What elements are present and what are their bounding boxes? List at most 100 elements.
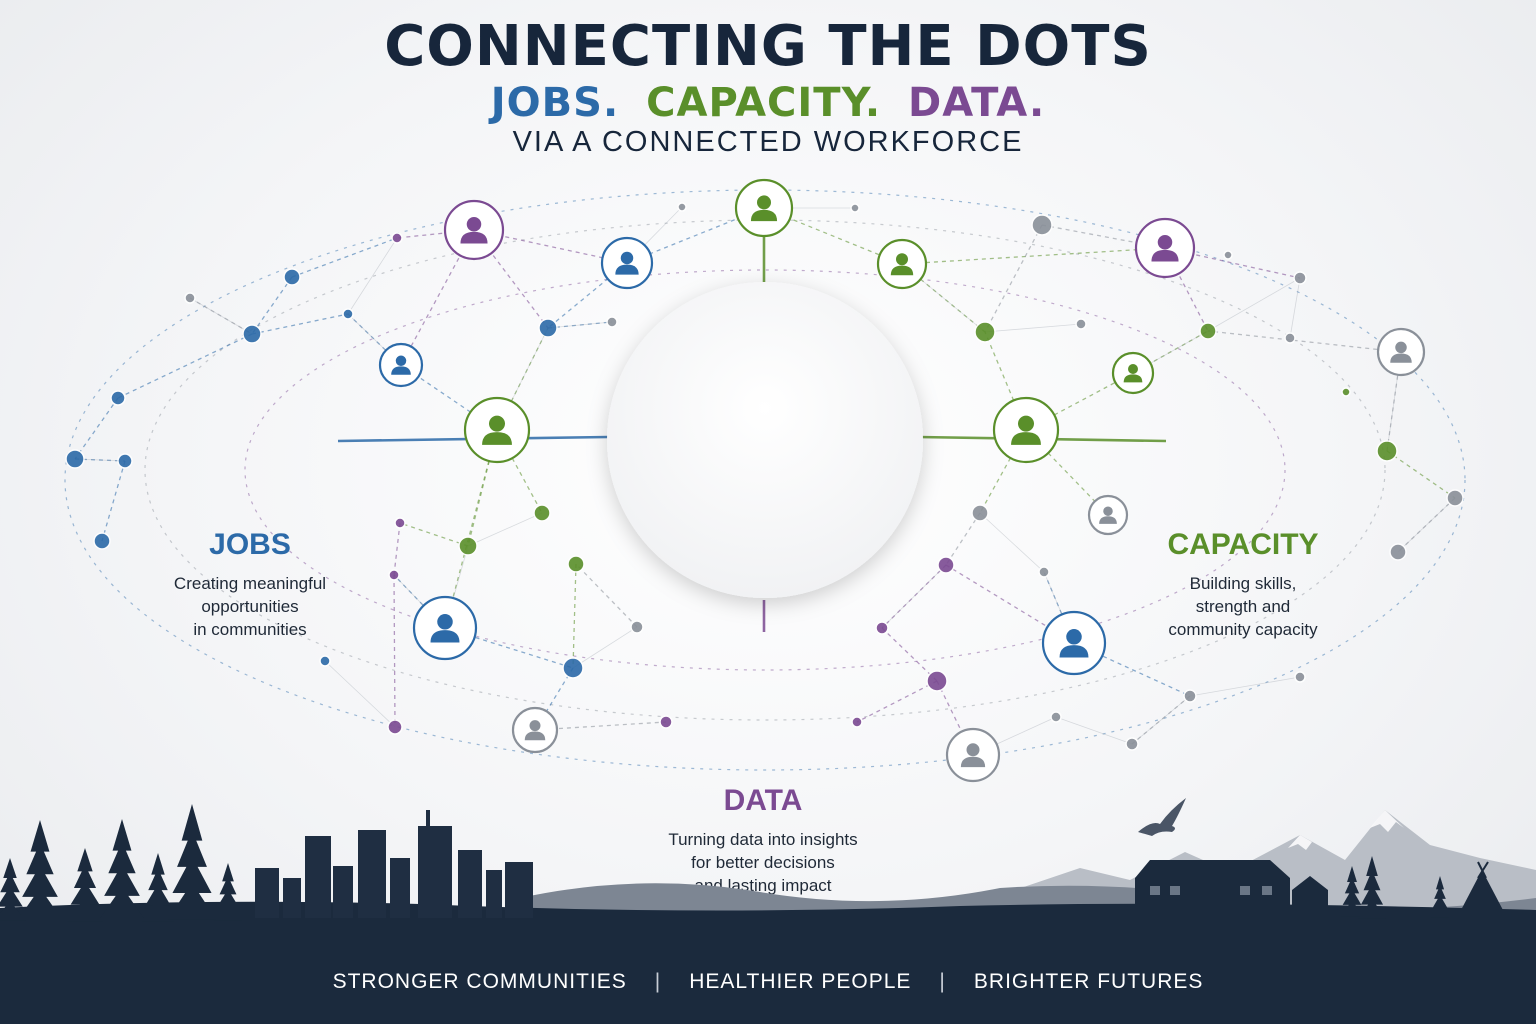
footer-bar: STRONGER COMMUNITIES | HEALTHIER PEOPLE … bbox=[0, 940, 1536, 1024]
network-dot bbox=[851, 716, 863, 728]
pillar-jobs-line1: Creating meaningful bbox=[173, 574, 327, 593]
person-node bbox=[600, 236, 654, 290]
network-dot bbox=[1050, 711, 1062, 723]
network-link bbox=[1386, 450, 1456, 499]
network-dot bbox=[1199, 322, 1217, 340]
person-icon bbox=[890, 253, 914, 276]
person-icon-head bbox=[1103, 506, 1113, 516]
network-dot bbox=[630, 620, 644, 634]
network-dot bbox=[533, 504, 551, 522]
orbit-ring bbox=[244, 269, 1286, 671]
person-icon-head bbox=[1066, 629, 1082, 645]
network-dots bbox=[65, 202, 1464, 751]
pillar-jobs: JOBS Creating meaningful opportunities i… bbox=[150, 528, 350, 641]
person-icon bbox=[1151, 234, 1179, 262]
person-node bbox=[992, 396, 1060, 464]
person-icon-head bbox=[757, 195, 771, 210]
network-link bbox=[1164, 247, 1301, 279]
network-dot bbox=[319, 655, 331, 667]
person-icon-body bbox=[1099, 516, 1117, 524]
network-link bbox=[396, 229, 475, 239]
person-icon-head bbox=[437, 614, 453, 630]
network-link bbox=[189, 297, 253, 335]
person-icon-body bbox=[482, 432, 512, 445]
person-icon bbox=[391, 355, 411, 375]
network-dot bbox=[567, 555, 585, 573]
network-link bbox=[291, 237, 398, 278]
person-icon-body bbox=[750, 209, 778, 222]
network-dot bbox=[1376, 440, 1398, 462]
network-dot bbox=[93, 532, 111, 550]
network-dot bbox=[606, 316, 618, 328]
network-mesh-link bbox=[572, 626, 638, 669]
person-icon-head bbox=[489, 415, 505, 432]
network-dot bbox=[1183, 689, 1197, 703]
pillar-data-line2: for better decisions bbox=[691, 853, 835, 872]
person-node bbox=[463, 396, 531, 464]
orbit-ring bbox=[64, 189, 1466, 771]
person-icon bbox=[1059, 629, 1089, 658]
person-icon bbox=[524, 720, 546, 741]
person-icon-head bbox=[395, 355, 407, 367]
network-mesh-link bbox=[1207, 277, 1301, 332]
person-icon-head bbox=[620, 251, 634, 265]
network-dot bbox=[1125, 737, 1139, 751]
house-icon bbox=[1135, 860, 1328, 910]
network-link bbox=[575, 563, 638, 628]
person-icon bbox=[430, 614, 460, 643]
network-dot bbox=[242, 324, 262, 344]
network-dot bbox=[1284, 332, 1296, 344]
person-icon-body bbox=[1011, 432, 1041, 445]
network-mesh-link bbox=[547, 321, 613, 329]
network-dot bbox=[1341, 387, 1351, 397]
network-dot bbox=[110, 390, 126, 406]
network-dot bbox=[1446, 489, 1464, 507]
tree bbox=[167, 804, 217, 920]
person-icon-body bbox=[1151, 249, 1179, 262]
person-icon-head bbox=[1018, 415, 1034, 432]
network-dot bbox=[283, 268, 301, 286]
network-mesh-link bbox=[984, 323, 1082, 333]
forest-right bbox=[1340, 856, 1450, 919]
pillar-capacity-text: Building skills, strength and community … bbox=[1130, 572, 1356, 641]
tree bbox=[17, 820, 63, 920]
network-link bbox=[984, 224, 1043, 333]
tree bbox=[1358, 856, 1386, 919]
network-link bbox=[444, 429, 498, 629]
network-link bbox=[547, 321, 613, 329]
footer-separator: | bbox=[939, 970, 946, 993]
network-dot bbox=[391, 232, 403, 244]
network-link bbox=[399, 522, 469, 547]
page-tagline: VIA A CONNECTED WORKFORCE bbox=[512, 126, 1024, 158]
person-icon-body bbox=[460, 231, 488, 244]
network-link bbox=[856, 680, 938, 723]
network-dot bbox=[342, 308, 354, 320]
network-link bbox=[881, 627, 938, 682]
network-dot bbox=[677, 202, 687, 212]
person-icon-head bbox=[529, 720, 541, 732]
footer-item-futures: BRIGHTER FUTURES bbox=[973, 970, 1204, 993]
network-link bbox=[1397, 497, 1456, 553]
network-link bbox=[1207, 330, 1402, 353]
person-node bbox=[1134, 217, 1196, 279]
network-dot bbox=[974, 321, 996, 343]
network-link bbox=[393, 522, 401, 576]
person-node bbox=[1041, 610, 1107, 676]
network-mesh-link bbox=[979, 512, 1045, 573]
network-link bbox=[936, 680, 974, 756]
person-icon bbox=[1123, 364, 1143, 383]
person-icon-head bbox=[896, 253, 908, 266]
person-icon bbox=[960, 743, 986, 768]
person-icon bbox=[482, 415, 512, 445]
network-dot bbox=[1389, 543, 1407, 561]
pillar-jobs-line2: opportunities bbox=[201, 597, 299, 616]
network-dot bbox=[1294, 671, 1306, 683]
person-icon bbox=[750, 195, 778, 222]
network-link bbox=[393, 574, 396, 728]
network-link bbox=[945, 512, 981, 566]
network-dot bbox=[388, 569, 400, 581]
network-mesh-link bbox=[881, 564, 947, 629]
person-icon-body bbox=[524, 731, 546, 741]
footer-item-communities: STRONGER COMMUNITIES bbox=[332, 970, 627, 993]
person-node bbox=[412, 595, 478, 661]
